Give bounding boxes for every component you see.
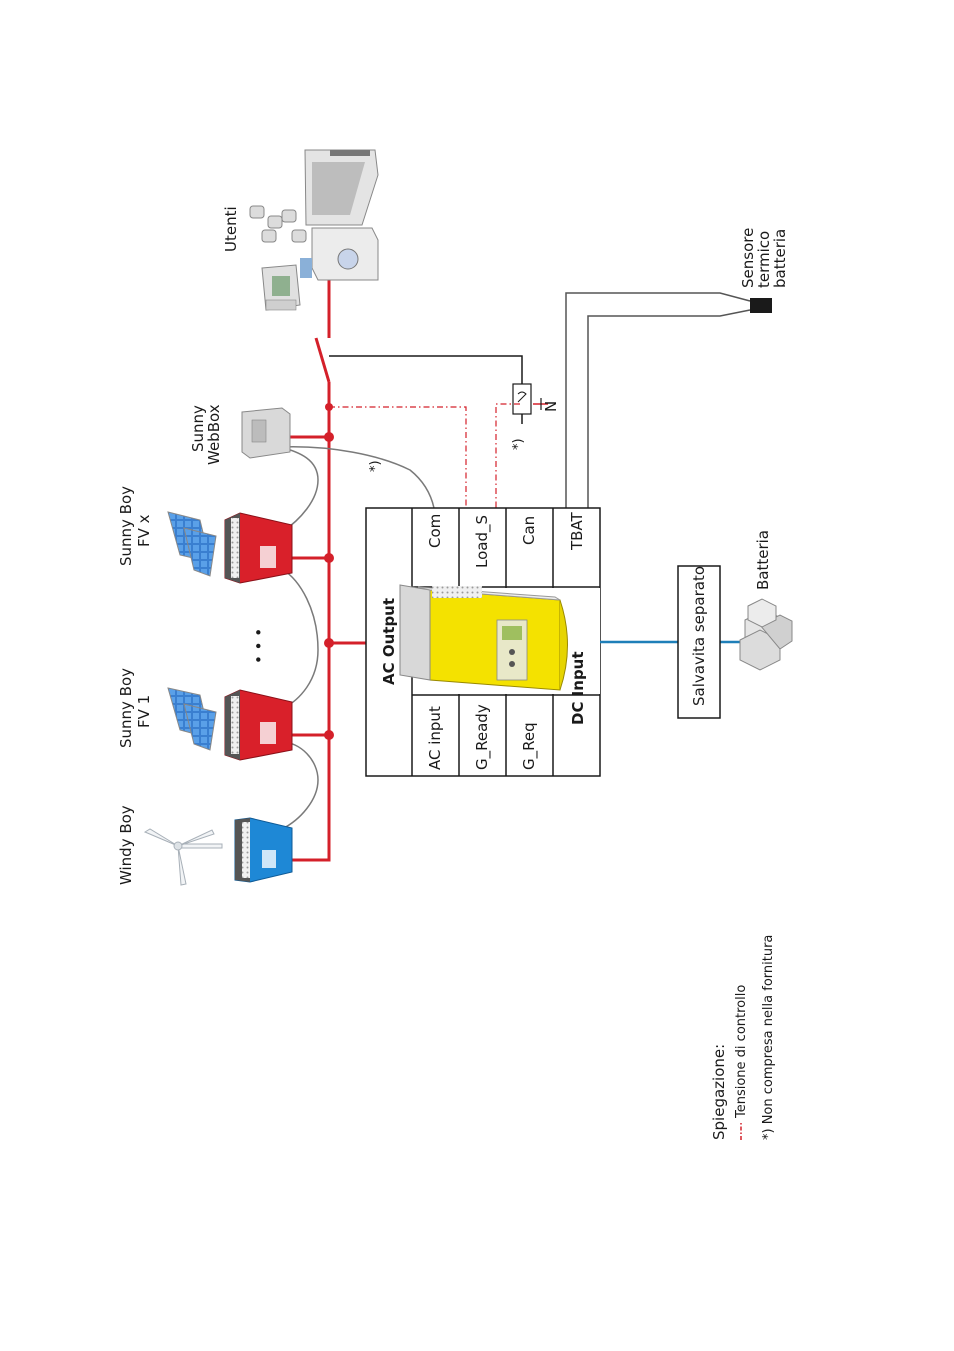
legend-not-included: *) Non compresa nella fornitura [761,935,776,1140]
ac-output-label: AC Output [380,598,398,685]
battery-icon [739,598,793,671]
pv-panel-1-icon [167,687,217,751]
windy-boy-label: Windy Boy [117,805,135,885]
sunny-island-inverter [399,584,568,691]
sunny-boy-x-inverter [224,512,293,584]
ac-bus [280,245,366,862]
load-relay [512,383,548,415]
sunny-boy-1-inverter [224,689,293,761]
ac-bus-junctions [324,403,334,740]
terminal-tbat: TBAT [568,511,586,551]
not-included-mark: *) [368,460,383,472]
terminal-g-ready: G_Ready [473,704,492,770]
utenti-label: Utenti [222,206,240,252]
sunny-boy-1-label: Sunny Boy [117,668,135,748]
dc-input-label: DC Input [569,651,587,725]
breaker-label: Salvavita separato [690,566,708,706]
sensor-label-2: termico [755,231,773,288]
terminal-com: Com [426,514,444,548]
batteria-label: Batteria [754,530,772,590]
webbox-label-1: Sunny [189,405,207,452]
relay-line [329,355,523,424]
control-voltage-lines [329,403,520,508]
neutral-label: N [542,401,560,412]
sunny-boy-x-sublabel: FV x [135,514,153,547]
tv-icon [304,149,379,226]
sensor-icon [750,298,772,313]
sensor-label-3: batteria [771,229,789,288]
wind-turbine-icon [143,828,223,886]
pv-panel-x-icon [167,511,217,577]
terminal-ac-input: AC input [426,706,444,770]
washing-machine-icon [300,227,379,281]
relay-not-included-mark: *) [511,438,526,450]
terminal-can: Can [520,516,538,545]
terminal-load-s: Load_S [473,515,492,568]
windy-boy-inverter [234,817,293,883]
webbox-label-2: WebBox [205,404,223,465]
terminal-g-req: G_Req [520,722,539,770]
sensor-label-1: Sensore [739,228,757,288]
legend-title: Spiegazione: [710,1044,728,1140]
more-inverters-dots: • • • [250,628,268,664]
legend-control-voltage: Tensione di controllo [734,985,749,1119]
lamps-icon [249,205,307,243]
legend: Spiegazione: Tensione di controllo *) No… [710,935,776,1140]
comm-cables [279,445,435,830]
sunny-boy-1-sublabel: FV 1 [135,695,153,728]
webbox-icon [241,407,291,459]
breaker-box [677,565,721,719]
pc-icon [261,264,301,311]
sunny-boy-x-label: Sunny Boy [117,486,135,566]
sensor-cable [565,292,751,508]
